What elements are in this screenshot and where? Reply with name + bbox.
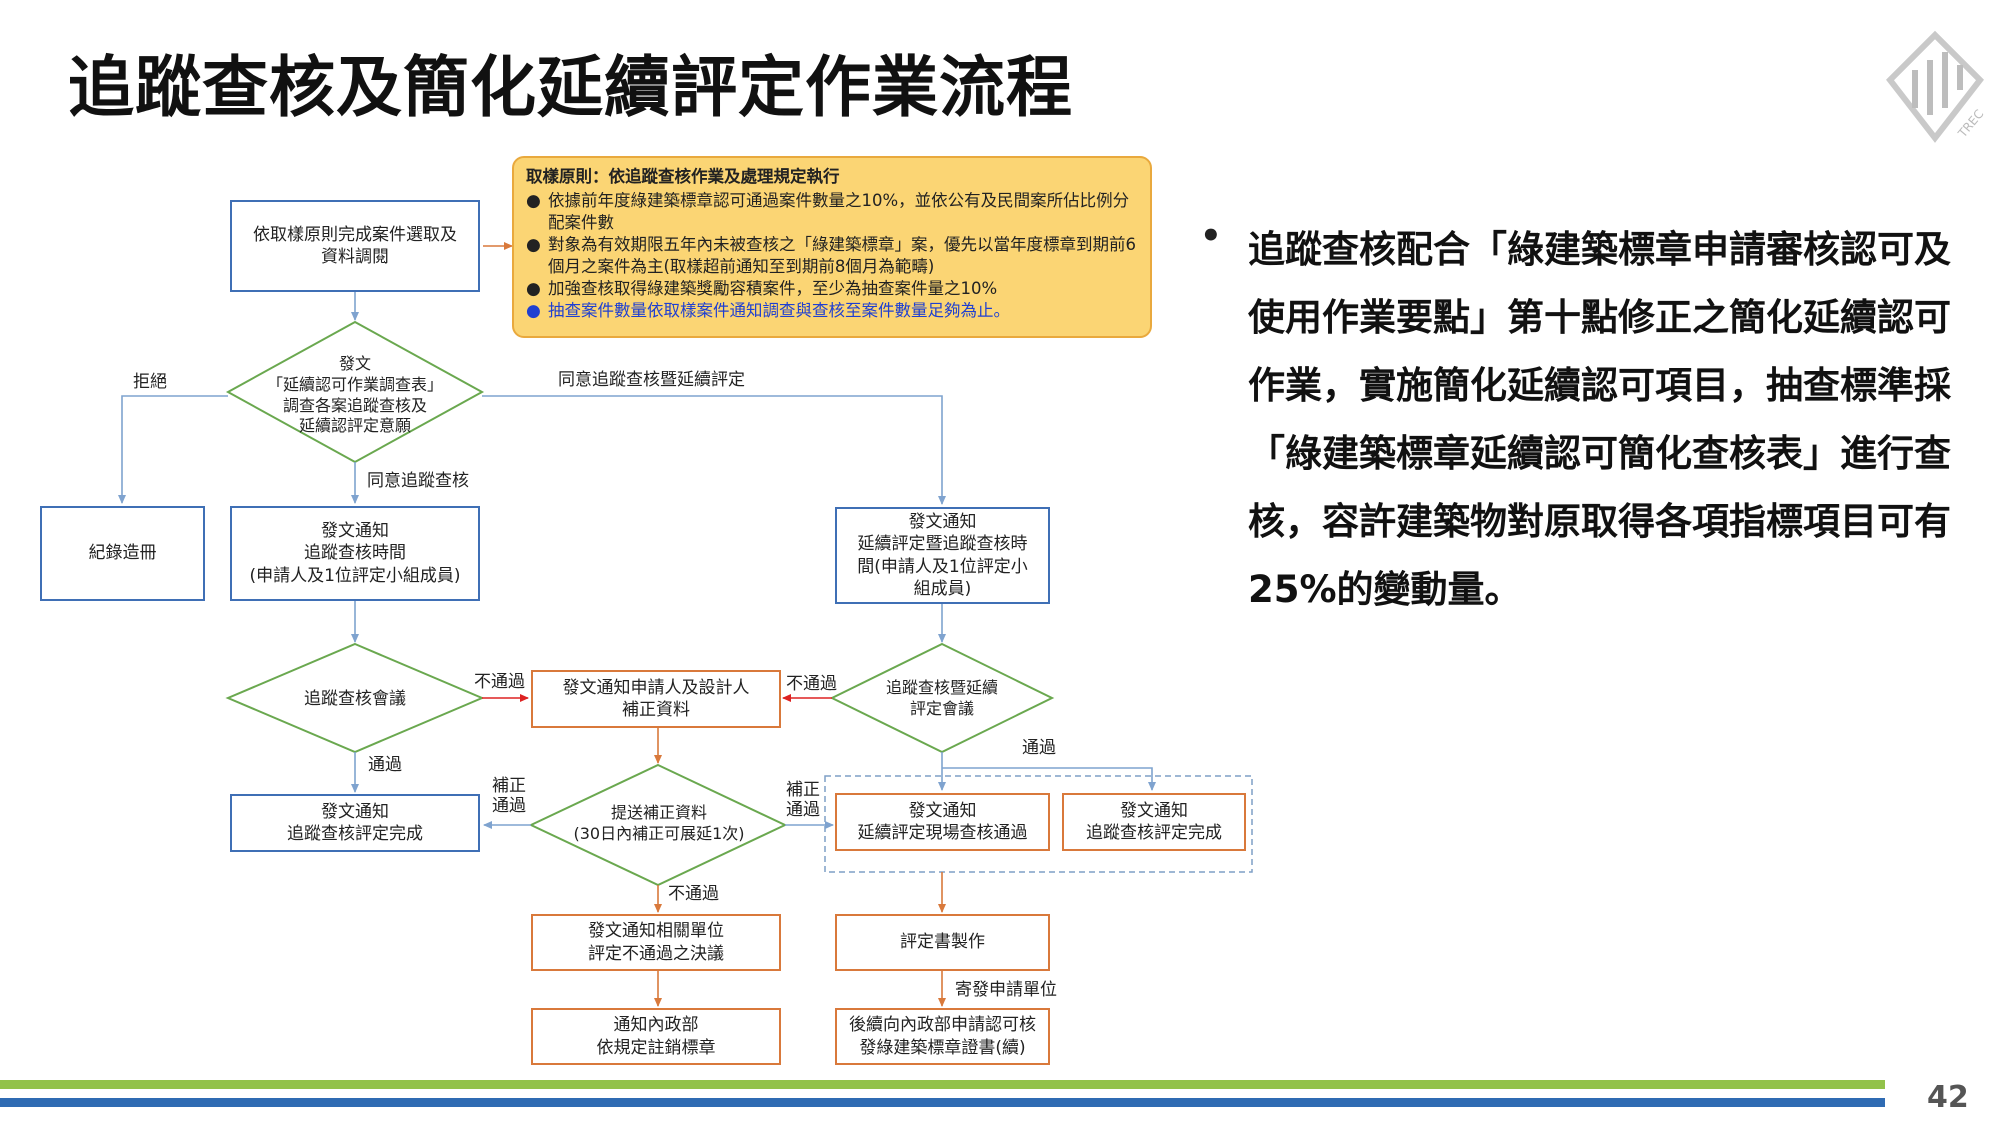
note-item-highlight: ●抽查案件數量依取樣案件通知調查與查核至案件數量足夠為止。 bbox=[526, 301, 1010, 321]
agree-track-label: 同意追蹤查核 bbox=[367, 471, 469, 491]
renew-pass-box: 發文通知 延續評定現場查核通過 bbox=[835, 793, 1050, 851]
note-item: ●對象為有效期限五年內未被查核之「綠建築標章」案，優先以當年度標章到期前6個月之… bbox=[526, 235, 1136, 276]
fail-label-left: 不通過 bbox=[474, 672, 525, 692]
svg-text:TREC: TREC bbox=[1955, 107, 1987, 141]
bullet-dot-icon: • bbox=[1200, 216, 1222, 256]
supplement-box: 發文通知申請人及設計人 補正資料 bbox=[531, 670, 781, 728]
pass-label-right: 通過 bbox=[1022, 738, 1056, 758]
renew-meeting-diamond-label: 追蹤查核暨延續 評定會議 bbox=[885, 678, 998, 718]
footer-bar-blue bbox=[0, 1098, 1885, 1107]
final-certificate-box: 後續向內政部申請認可核 發綠建築標章證書(續) bbox=[835, 1008, 1050, 1065]
reject-label: 拒絕 bbox=[133, 372, 167, 392]
supp-pass-label-right: 補正 通過 bbox=[786, 780, 820, 821]
revoke-box: 通知內政部 依規定註銷標章 bbox=[531, 1008, 781, 1065]
note-heading: 取樣原則：依追蹤查核作業及處理規定執行 bbox=[526, 167, 840, 186]
sampling-principle-note: 取樣原則：依追蹤查核作業及處理規定執行 ●依據前年度綠建築標章認可通過案件數量之… bbox=[512, 156, 1152, 338]
submit-diamond-label: 提送補正資料 (30日內補正可展延1次) bbox=[573, 803, 745, 843]
fail-notice-box: 發文通知相關單位 評定不通過之決議 bbox=[531, 914, 781, 971]
pass-label-left: 通過 bbox=[368, 755, 402, 775]
meeting-diamond-label: 追蹤查核會議 bbox=[304, 689, 406, 709]
page-title: 追蹤查核及簡化延續評定作業流程 bbox=[68, 49, 1073, 126]
survey-diamond-label: 發文 「延續認可作業調查表」 調查各案追蹤查核及 延續認評定意願 bbox=[266, 354, 443, 436]
mail-label: 寄發申請單位 bbox=[955, 980, 1057, 1000]
note-item: ●依據前年度綠建築標章認可通過案件數量之10%，並依公有及民間案所佔比例分配案件… bbox=[526, 191, 1130, 232]
record-box: 紀錄造冊 bbox=[40, 506, 205, 601]
flowchart-connectors bbox=[118, 242, 1253, 1007]
summary-bullet: • 追蹤查核配合「綠建築標章申請審核認可及使用作業要點」第十點修正之簡化延續認可… bbox=[1200, 216, 1960, 624]
footer-bar-green bbox=[0, 1080, 1885, 1089]
fail-label-right: 不通過 bbox=[786, 674, 837, 694]
track-done-box-2: 發文通知 追蹤查核評定完成 bbox=[1062, 793, 1246, 851]
notice-renew-box: 發文通知 延續評定暨追蹤查核時 間(申請人及1位評定小 組成員) bbox=[835, 507, 1050, 604]
note-item: ●加強查核取得綠建築獎勵容積案件，至少為抽查案件量之10% bbox=[526, 279, 998, 299]
certificate-box: 評定書製作 bbox=[835, 914, 1050, 971]
summary-text: 追蹤查核配合「綠建築標章申請審核認可及使用作業要點」第十點修正之簡化延續認可作業… bbox=[1248, 228, 1951, 611]
select-case-box: 依取樣原則完成案件選取及 資料調閱 bbox=[230, 200, 480, 292]
supp-pass-label-left: 補正 通過 bbox=[492, 776, 526, 817]
supp-fail-label: 不通過 bbox=[668, 884, 719, 904]
notice-time-box: 發文通知 追蹤查核時間 (申請人及1位評定小組成員) bbox=[230, 506, 480, 601]
page-number: 42 bbox=[1927, 1080, 1969, 1115]
agree-both-label: 同意追蹤查核暨延續評定 bbox=[558, 370, 745, 390]
trec-logo-icon: TREC bbox=[1886, 30, 1987, 143]
track-done-box: 發文通知 追蹤查核評定完成 bbox=[230, 794, 480, 852]
pass-group-frame bbox=[824, 775, 1253, 873]
